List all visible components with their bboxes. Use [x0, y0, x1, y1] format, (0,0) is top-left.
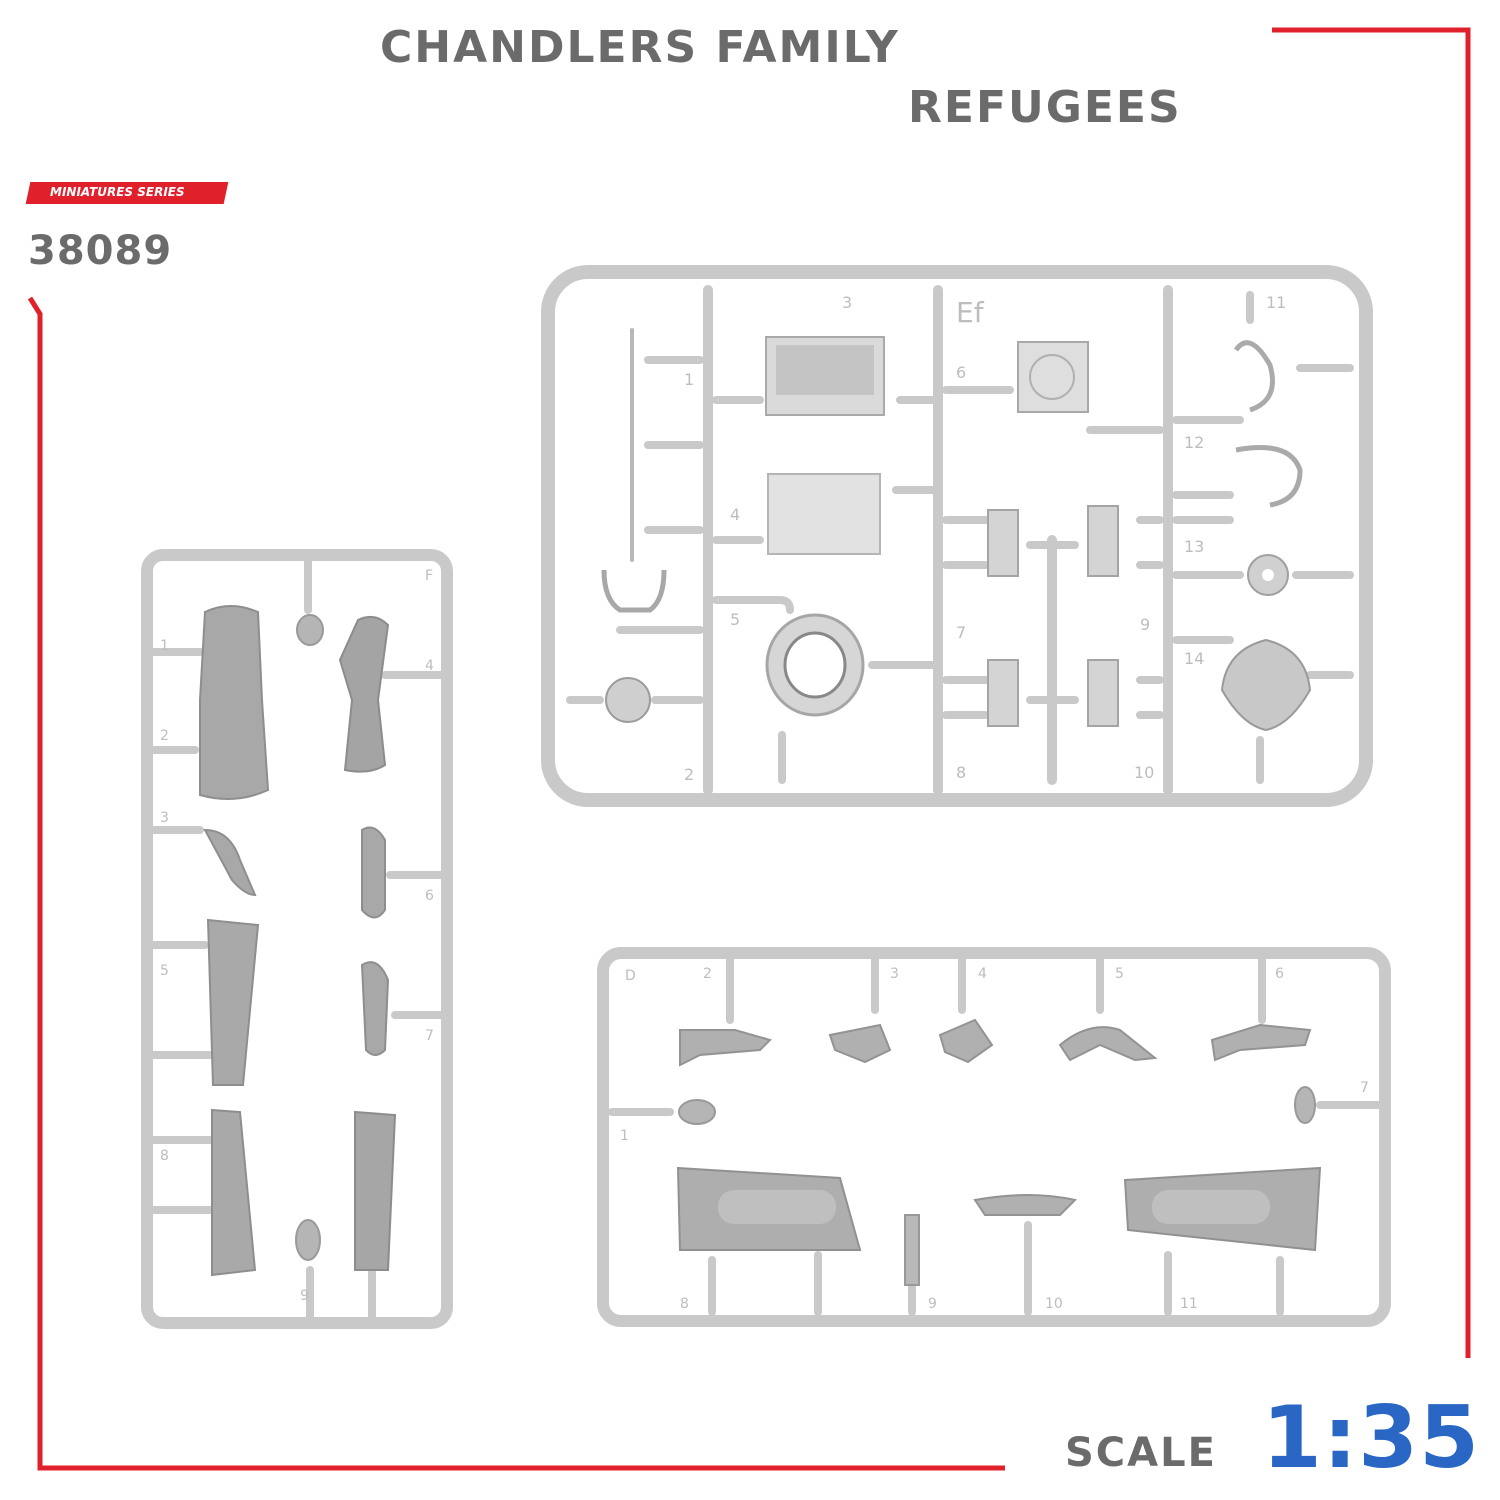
sprue-letter-ef: Ef	[956, 296, 985, 329]
scale-label: SCALE	[1065, 1430, 1217, 1476]
head-part-2	[1294, 1086, 1316, 1124]
sprue-frame	[541, 265, 1373, 807]
shoe-part	[828, 1023, 892, 1064]
part-num: 7	[956, 623, 966, 642]
gramophone-base-part	[1017, 341, 1089, 413]
part-num: 1	[620, 1128, 629, 1144]
part-num: 8	[680, 1296, 689, 1312]
part-num: 5	[160, 963, 169, 979]
part-num: 2	[703, 966, 712, 982]
head-part	[296, 614, 324, 646]
frame-bottom-left	[27, 296, 1005, 1471]
sprue-top-right-labels: Ef 1 2 3 4 5 6 7 8 9 10 11 12 13 14	[684, 293, 1286, 784]
part-num: 5	[1115, 966, 1124, 982]
arm-part	[1058, 1026, 1158, 1062]
part-num: 4	[730, 505, 740, 524]
part-num: 11	[1180, 1296, 1198, 1312]
part-num: 14	[1184, 649, 1204, 668]
part-num: 5	[730, 610, 740, 629]
radio-grille	[776, 345, 874, 395]
part-num: 3	[160, 810, 169, 826]
frame-top-right	[1272, 27, 1471, 1358]
part-num: 2	[160, 728, 169, 744]
part-num: 1	[160, 638, 169, 654]
hat-part	[973, 1194, 1077, 1216]
leg-part	[679, 1029, 772, 1067]
sprue-bottom-parts	[676, 1018, 1322, 1286]
part-num: 4	[425, 658, 434, 674]
part-num: 8	[956, 763, 966, 782]
part-num: 13	[1184, 537, 1204, 556]
part-num: 7	[425, 1028, 434, 1044]
sprue-bottom	[597, 947, 1391, 1327]
radio-receiver-part	[767, 473, 881, 555]
coat-part	[199, 605, 270, 800]
sprue-bottom-labels: D 1 2 3 4 5 6 7 8 9 10 11	[620, 966, 1369, 1312]
lamp-arm-parts	[1233, 340, 1303, 508]
part-num: 6	[1275, 966, 1284, 982]
part-num: 12	[1184, 433, 1204, 452]
part-num: 8	[160, 1148, 169, 1164]
sprue-left-labels: F 1 2 3 4 5 6 7 8 9	[160, 568, 434, 1304]
part-num: 1	[684, 370, 694, 389]
sprue-top-right-parts	[601, 336, 1312, 732]
scale-value: 1:35	[1262, 1388, 1480, 1488]
part-num: 9	[300, 1288, 309, 1304]
legs-part-2	[354, 1110, 397, 1271]
lamp-part	[605, 677, 651, 723]
small-part	[904, 1214, 920, 1286]
part-num: 4	[978, 966, 987, 982]
shoe-part-2	[938, 1018, 994, 1064]
sprue-letter-f: F	[425, 568, 433, 584]
sprue-letter-d: D	[625, 968, 636, 984]
arm-part-2	[361, 826, 386, 919]
skirt-part-2	[211, 1108, 257, 1277]
part-num: 11	[1266, 293, 1286, 312]
head-part-2	[295, 1219, 321, 1261]
sprue-frame	[597, 947, 1391, 1327]
part-num: 3	[890, 966, 899, 982]
part-num: 10	[1134, 763, 1154, 782]
chandelier-part	[601, 569, 667, 613]
series-label: MINIATURES SERIES	[50, 185, 185, 199]
legs-part	[338, 615, 390, 773]
part-num: 3	[842, 293, 852, 312]
part-num: 10	[1045, 1296, 1063, 1312]
skirt-part	[206, 918, 260, 1086]
sprue-left	[141, 549, 453, 1329]
part-num: 7	[1360, 1080, 1369, 1096]
sprue-left-parts	[199, 605, 397, 1277]
leg-part-2	[1210, 1023, 1312, 1062]
part-num: 6	[425, 888, 434, 904]
part-num: 9	[1140, 615, 1150, 634]
part-num: 6	[956, 363, 966, 382]
part-num: 2	[684, 765, 694, 784]
sprue-top-right	[541, 265, 1373, 807]
head-part	[678, 1099, 716, 1125]
arm-part	[203, 828, 257, 897]
title-line-1: CHANDLERS FAMILY	[380, 22, 900, 73]
arm-part-3	[360, 961, 390, 1056]
part-num: 9	[928, 1296, 937, 1312]
product-code: 38089	[28, 228, 173, 274]
gramophone-horn-part	[1220, 638, 1312, 732]
title-line-2: REFUGEES	[908, 82, 1182, 133]
sprue-frame	[141, 549, 453, 1329]
